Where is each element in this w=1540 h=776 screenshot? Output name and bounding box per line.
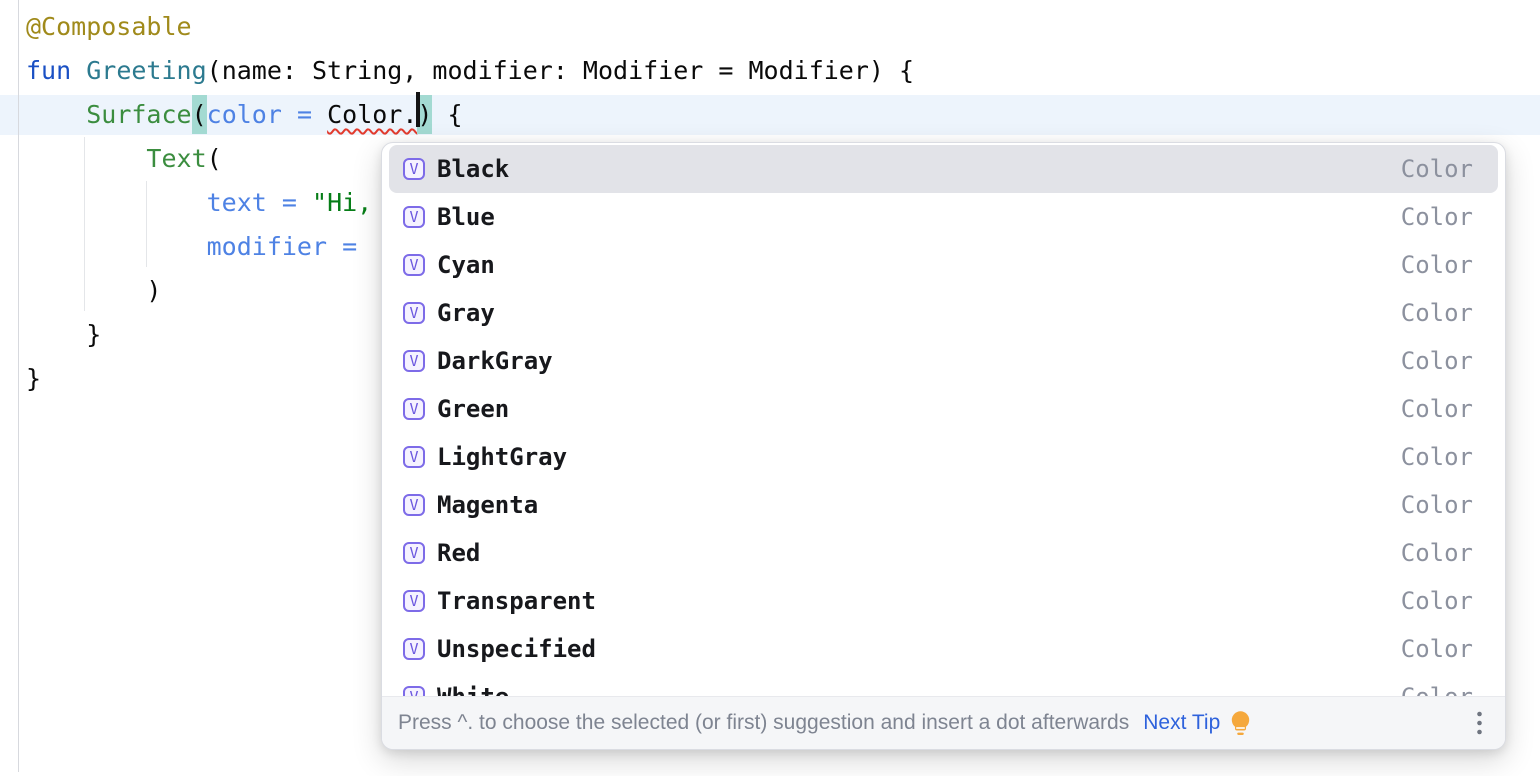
next-tip-link[interactable]: Next Tip [1143, 711, 1221, 734]
completion-item-type: Color [1400, 539, 1473, 567]
code-line[interactable]: fun Greeting(name: String, modifier: Mod… [26, 56, 915, 85]
completion-item-label: Transparent [437, 587, 596, 615]
value-icon: V [403, 638, 425, 660]
completion-item-type: Color [1400, 347, 1473, 375]
completion-item-label: Blue [437, 203, 495, 231]
completion-item-unspecified[interactable]: V Unspecified Color [389, 625, 1498, 673]
kebab-menu-icon[interactable] [1476, 709, 1483, 737]
code-line-current[interactable]: Surface(color = Color.) { [26, 92, 914, 137]
completion-item-black[interactable]: V Black Color [389, 145, 1498, 193]
gutter-line [18, 0, 19, 772]
completion-item-cyan[interactable]: V Cyan Color [389, 241, 1498, 289]
completion-item-blue[interactable]: V Blue Color [389, 193, 1498, 241]
completion-item-label: Gray [437, 299, 495, 327]
value-icon: V [403, 446, 425, 468]
completion-item-type: Color [1400, 587, 1473, 615]
completion-item-type: Color [1400, 443, 1473, 471]
completion-item-label: Magenta [437, 491, 539, 519]
completion-item-label: DarkGray [437, 347, 553, 375]
completion-item-green[interactable]: V Green Color [389, 385, 1498, 433]
code-line[interactable]: @Composable [26, 12, 192, 41]
completion-item-gray[interactable]: V Gray Color [389, 289, 1498, 337]
completion-item-label: Cyan [437, 251, 495, 279]
completion-item-type: Color [1400, 203, 1473, 231]
code-line[interactable]: ) [26, 276, 162, 305]
code-line[interactable]: } [26, 320, 102, 349]
completion-item-type: Color [1400, 395, 1473, 423]
completion-item-magenta[interactable]: V Magenta Color [389, 481, 1498, 529]
completion-hint-text: Press ^. to choose the selected (or firs… [398, 711, 1130, 734]
error-token: Color. [327, 100, 418, 129]
completion-item-lightgray[interactable]: V LightGray Color [389, 433, 1498, 481]
value-icon: V [403, 542, 425, 564]
completion-item-label: Red [437, 539, 481, 567]
completion-footer: Press ^. to choose the selected (or firs… [382, 696, 1505, 749]
value-icon: V [403, 254, 425, 276]
lightbulb-icon [1229, 710, 1252, 737]
code-line[interactable]: text = "Hi, [206, 188, 373, 217]
value-icon: V [403, 350, 425, 372]
value-icon: V [403, 302, 425, 324]
value-icon: V [403, 398, 425, 420]
value-icon: V [403, 158, 425, 180]
value-icon: V [403, 590, 425, 612]
completion-item-label: Black [437, 155, 510, 183]
completion-item-transparent[interactable]: V Transparent Color [389, 577, 1498, 625]
completion-item-type: Color [1400, 491, 1473, 519]
indent-guide [84, 137, 85, 311]
completion-item-label: Unspecified [437, 635, 596, 663]
completion-item-type: Color [1400, 299, 1473, 327]
completion-item-type: Color [1400, 251, 1473, 279]
current-line-highlight [0, 95, 1540, 135]
completion-item-red[interactable]: V Red Color [389, 529, 1498, 577]
code-line[interactable]: modifier = [206, 232, 358, 261]
completion-item-label: Green [437, 395, 510, 423]
completion-item-darkgray[interactable]: V DarkGray Color [389, 337, 1498, 385]
code-lines[interactable]: @Composable fun Greeting(name: String, mo… [26, 5, 914, 401]
code-line[interactable]: Text( [146, 144, 222, 173]
code-line[interactable]: } [26, 364, 42, 393]
completion-item-type: Color [1400, 155, 1473, 183]
completion-item-label: LightGray [437, 443, 568, 471]
value-icon: V [403, 206, 425, 228]
completion-item-type: Color [1400, 635, 1473, 663]
value-icon: V [403, 494, 425, 516]
indent-guide [146, 181, 147, 267]
